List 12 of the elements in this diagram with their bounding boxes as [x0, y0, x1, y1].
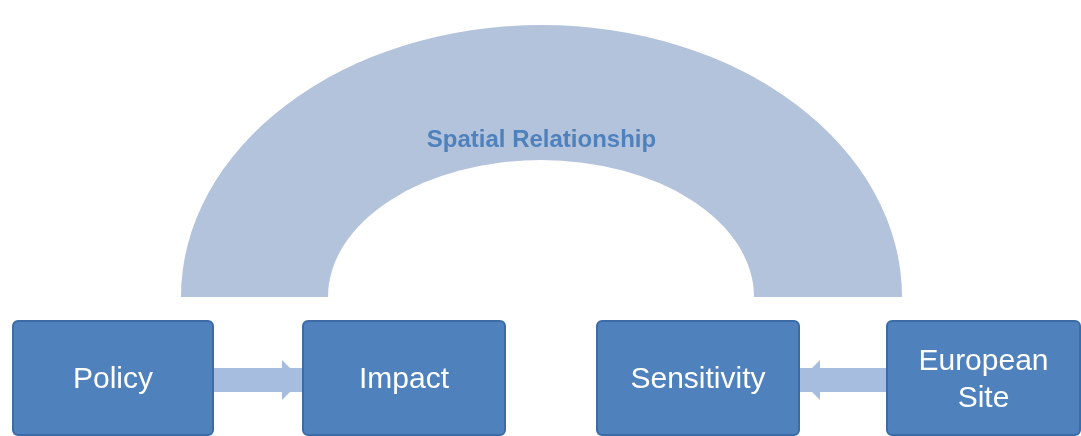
- process-box: [886, 320, 1081, 436]
- band-label: Spatial Relationship: [425, 125, 658, 153]
- box-label: European Site: [917, 341, 1050, 415]
- process-box: [12, 320, 214, 436]
- arch-band: [181, 25, 902, 297]
- box-label: Policy: [72, 360, 154, 397]
- box-label: Sensitivity: [629, 360, 767, 397]
- process-box: [596, 320, 800, 436]
- process-box: [302, 320, 506, 436]
- block-arrow: [214, 359, 302, 401]
- box-label: Impact: [358, 360, 450, 397]
- block-arrow: [800, 359, 886, 401]
